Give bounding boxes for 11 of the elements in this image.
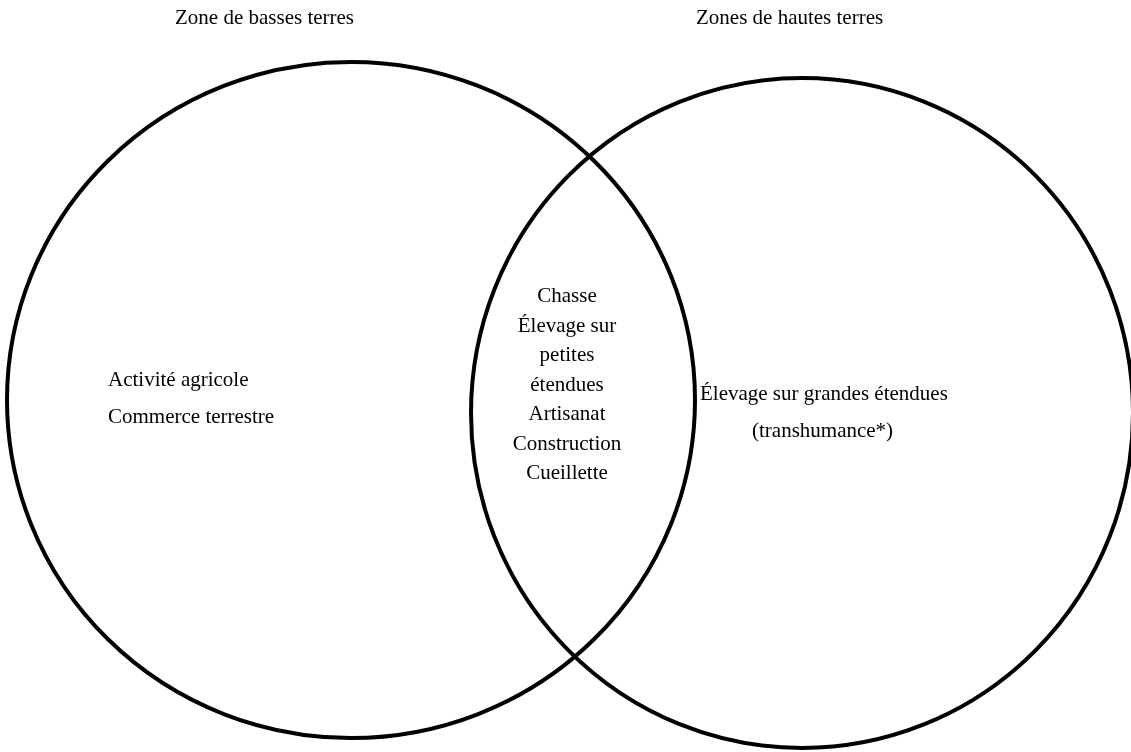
zone-heading: Zones de hautes terres <box>696 4 884 30</box>
shared-activity-text: Chasse <box>536 282 598 309</box>
shared-activity-text: Construction <box>511 429 623 457</box>
zone-heading: Zone de basses terres <box>175 4 354 30</box>
activity-text: Commerce terrestre <box>108 403 275 429</box>
shared-activity-text: Cueillette <box>525 459 609 486</box>
activity-text: Élevage sur grandes étendues <box>700 380 948 406</box>
activity-text: Activité agricole <box>108 366 249 392</box>
shared-activity-text: Artisanat <box>527 400 607 427</box>
activity-text: (transhumance*) <box>752 417 894 443</box>
shared-activity-text: Élevage sur petites étendues <box>516 311 618 398</box>
